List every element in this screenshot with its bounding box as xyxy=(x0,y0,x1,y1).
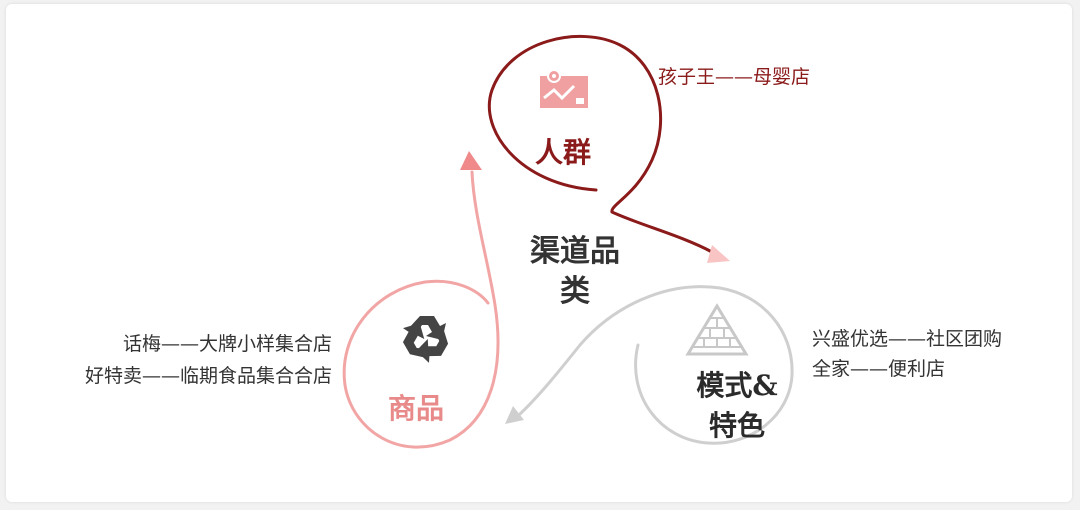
moshi-label: 模式& 特色 xyxy=(682,366,792,446)
renqun-note: 孩子王——母婴店 xyxy=(658,66,811,88)
shangpin-loop xyxy=(342,170,500,449)
moshi-arrowhead xyxy=(505,406,524,424)
moshi-label-line1: 模式& xyxy=(696,369,778,402)
pyramid-icon xyxy=(685,303,749,356)
moshi-note-1: 兴盛优选——社区团购 xyxy=(812,328,1003,350)
center-title: 渠道品 类 xyxy=(500,232,650,312)
recycle-icon xyxy=(402,316,449,363)
shangpin-note-1: 话梅——大牌小样集合店 xyxy=(122,333,332,355)
renqun-loop xyxy=(487,34,714,254)
renqun-label: 人群 xyxy=(535,136,592,169)
moshi-loop xyxy=(518,285,794,445)
center-title-line2: 类 xyxy=(560,274,590,309)
moshi-label-line2: 特色 xyxy=(708,409,765,442)
shangpin-label: 商品 xyxy=(388,392,445,425)
renqun-arrowhead xyxy=(707,245,730,263)
shangpin-arrowhead xyxy=(460,151,482,170)
map-pin-icon xyxy=(540,69,588,108)
center-title-line1: 渠道品 xyxy=(530,234,620,269)
shangpin-note-2: 好特卖——临期食品集合合店 xyxy=(84,365,332,387)
diagram-card xyxy=(6,4,1072,502)
moshi-note-2: 全家——便利店 xyxy=(812,358,946,380)
